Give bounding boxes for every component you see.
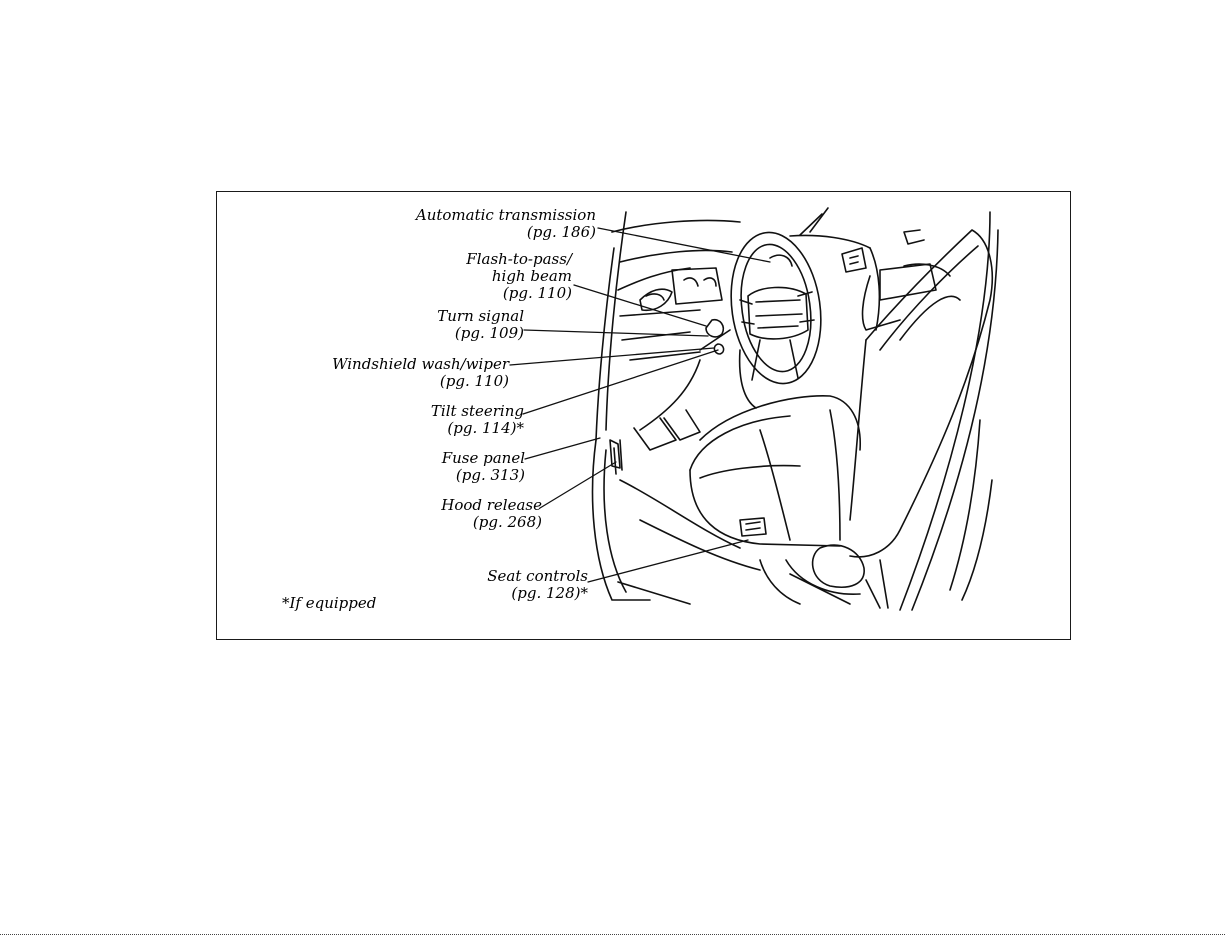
callout-turn-signal: Turn signal (pg. 109) — [437, 308, 524, 342]
callout-hood-release: Hood release (pg. 268) — [441, 497, 542, 531]
driver-seat — [690, 230, 992, 604]
callout-automatic-transmission: Automatic transmission (pg. 186) — [416, 207, 596, 241]
callout-fuse-panel: Fuse panel (pg. 313) — [442, 450, 525, 484]
callout-windshield-wash-wiper: Windshield wash/wiper (pg. 110) — [332, 356, 509, 390]
callout-tilt-steering: Tilt steering (pg. 114)* — [431, 403, 524, 437]
callout-seat-controls: Seat controls (pg. 128)* — [487, 568, 588, 602]
floor — [610, 440, 760, 570]
steering-column — [634, 350, 756, 450]
callout-flash-to-pass: Flash-to-pass/ high beam (pg. 110) — [466, 251, 572, 302]
footnote-if-equipped: *If equipped — [282, 594, 376, 612]
